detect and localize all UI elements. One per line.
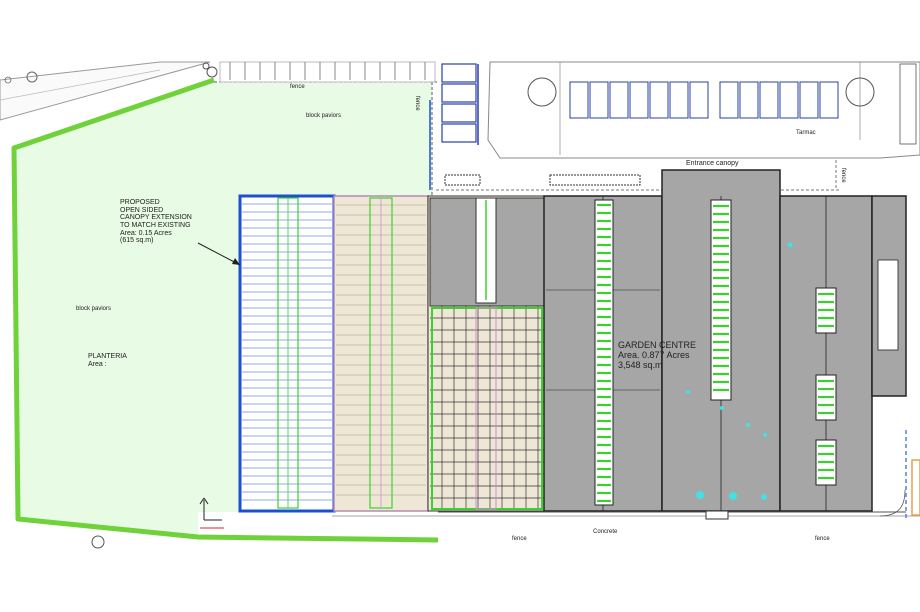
proposed-canopy — [238, 194, 336, 513]
road — [0, 61, 211, 121]
label-fence-top: fence — [290, 84, 305, 90]
grid-section — [427, 195, 545, 512]
garden-area-acres: Area. 0.877 Acres — [618, 349, 690, 360]
label-fence-vertical-left: fence — [414, 96, 420, 111]
label-fence-bottom-right: fence — [815, 536, 830, 542]
proposed-line: OPEN SIDED — [120, 206, 164, 214]
label-tarmac: Tarmac — [796, 130, 816, 136]
planteria-area: Area : — [88, 360, 107, 368]
label-planteria: PLANTERIA Area : — [88, 353, 127, 368]
proposal-pointer — [197, 242, 241, 266]
planteria-area — [12, 83, 432, 537]
pointer-arrowhead — [232, 258, 240, 265]
proposed-line: PROPOSED — [120, 199, 160, 206]
proposed-line: CANOPY EXTENSION — [120, 214, 192, 222]
bottom-edge — [91, 430, 920, 549]
label-entrance-canopy: Entrance canopy — [686, 160, 739, 167]
site-boundary — [11, 77, 439, 543]
planteria-title: PLANTERIA — [88, 353, 127, 360]
label-garden-centre: GARDEN CENTRE Area. 0.877 Acres 3,548 sq… — [618, 340, 697, 371]
label-fence-vertical-right: fence — [840, 168, 846, 183]
label-block-paviors-top: block paviors — [306, 113, 342, 119]
parking-area — [219, 61, 920, 191]
label-concrete: Concrete — [593, 529, 618, 535]
existing-canopy-tan — [333, 195, 429, 512]
garden-title: GARDEN CENTRE — [618, 340, 697, 350]
proposed-line: Area: 0.15 Acres — [120, 229, 172, 237]
garden-area-sqm: 3,548 sq.m — [618, 359, 663, 370]
label-block-paviors-left: block paviors — [76, 306, 112, 312]
label-proposed-canopy: PROPOSED OPEN SIDED CANOPY EXTENSION TO … — [120, 199, 192, 245]
garden-centre-building — [543, 169, 907, 512]
label-fence-bottom-left: fence — [512, 536, 527, 542]
proposed-line: TO MATCH EXISTING — [120, 222, 191, 230]
proposed-line: (615 sq.m) — [120, 237, 154, 245]
